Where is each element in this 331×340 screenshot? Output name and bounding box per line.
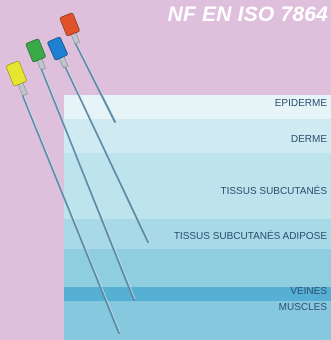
layer-derme-label: DERME bbox=[290, 134, 327, 145]
layer-tissus-subcutanes: TISSUS SUBCUTANÉS bbox=[64, 153, 331, 219]
layer-muscles-label: MUSCLES bbox=[278, 302, 327, 313]
standard-title: NF EN ISO 7864 bbox=[167, 3, 328, 26]
layer-tissus-subcutanes-adipose-label: TISSUS SUBCUTANÉS ADIPOSE bbox=[173, 231, 327, 242]
layer-veines-label: VEINES bbox=[290, 286, 327, 297]
layer-deep bbox=[64, 249, 331, 287]
layer-tissus-subcutanes-adipose: TISSUS SUBCUTANÉS ADIPOSE bbox=[64, 219, 331, 249]
layer-derme: DERME bbox=[64, 119, 331, 153]
layer-veines: VEINES bbox=[64, 286, 331, 301]
layer-muscles: MUSCLES bbox=[64, 301, 331, 340]
layer-tissus-subcutanes-label: TISSUS SUBCUTANÉS bbox=[220, 186, 328, 197]
layer-epiderme: EPIDERME bbox=[64, 95, 331, 119]
layer-epiderme-label: EPIDERME bbox=[274, 98, 327, 109]
